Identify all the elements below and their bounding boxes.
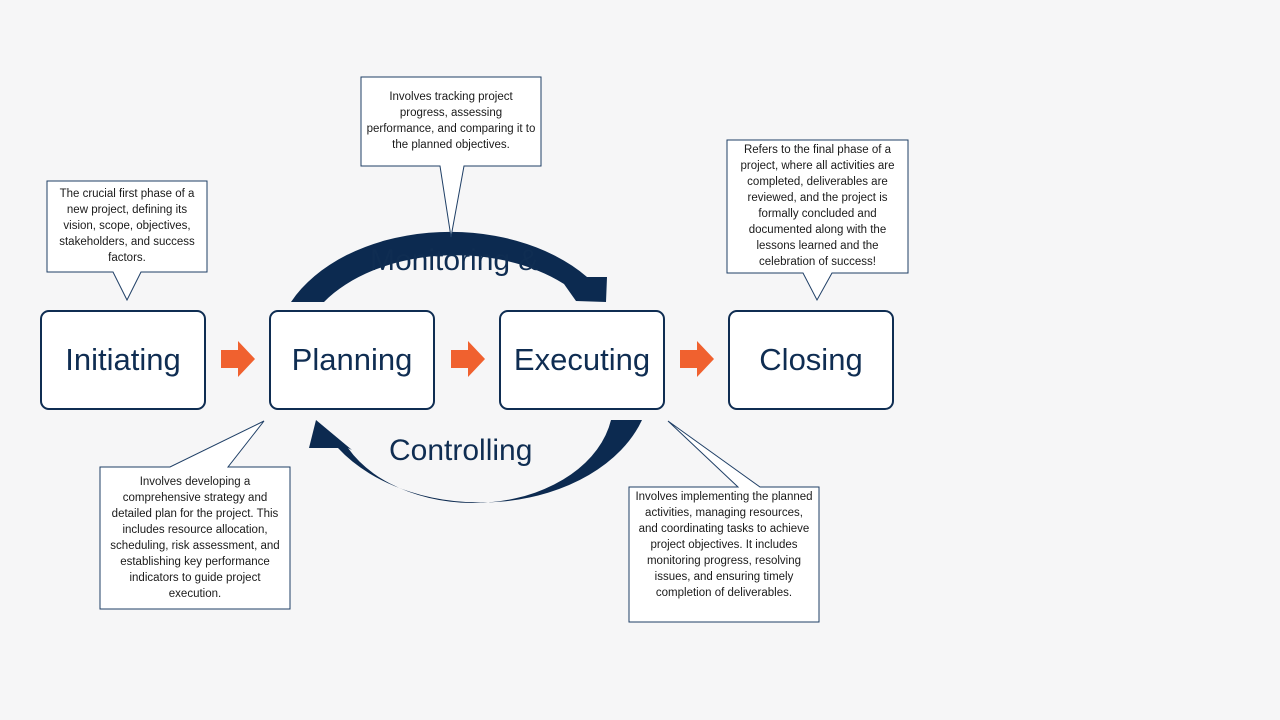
cycle-label-monitoring: Monitoring &: [370, 244, 539, 277]
cycle-arrow-top: [291, 231, 607, 302]
callout-planning-text: Involves developing a comprehensive stra…: [110, 476, 280, 600]
phase-initiating: Initiating: [40, 310, 206, 410]
callout-initiating-text: The crucial first phase of a new project…: [59, 188, 195, 264]
phase-initiating-label: Initiating: [65, 342, 181, 377]
cycle-label-controlling: Controlling: [389, 434, 533, 467]
phase-planning-label: Planning: [291, 342, 413, 377]
callout-monitoring-text: Involves tracking project progress, asse…: [366, 91, 536, 151]
flow-arrow-2: [451, 341, 485, 377]
cycle-arrow-bottom: [309, 420, 642, 504]
callout-executing-shape: [628, 420, 820, 623]
callout-planning-shape: [99, 420, 291, 610]
phase-closing-label: Closing: [759, 342, 863, 377]
callout-executing-text: Involves implementing the planned activi…: [635, 491, 813, 599]
phase-planning: Planning: [269, 310, 435, 410]
callout-monitoring-shape: [360, 76, 542, 238]
callout-closing-shape: [726, 139, 909, 302]
callout-closing-text: Refers to the final phase of a project, …: [740, 144, 895, 268]
phase-executing-label: Executing: [513, 342, 651, 377]
phase-closing: Closing: [728, 310, 894, 410]
phase-executing: Executing: [499, 310, 665, 410]
flow-arrow-1: [221, 341, 255, 377]
flow-arrow-3: [680, 341, 714, 377]
callout-initiating-shape: [46, 180, 208, 302]
